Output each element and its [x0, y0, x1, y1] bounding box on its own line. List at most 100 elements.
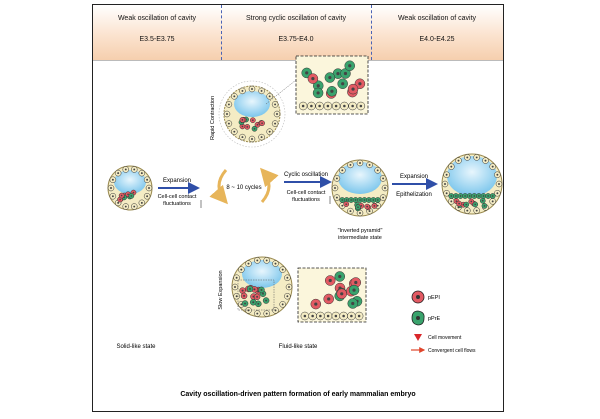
stage-col-2: Strong cyclic oscillation of cavity E3.7…	[221, 5, 371, 60]
te-cell-nucleus	[496, 192, 499, 195]
pre-cell-nucleus	[473, 195, 476, 197]
te-cell-nucleus	[110, 187, 112, 189]
embryo-slow-expansion	[231, 256, 293, 318]
pre-cell-nucleus	[455, 195, 457, 197]
expansion-label-2: Expansion	[400, 174, 428, 180]
te-cell-nucleus	[343, 104, 346, 108]
pre-cell-nucleus	[341, 199, 344, 201]
te-cell-nucleus	[274, 122, 277, 125]
pre-cell-nucleus	[336, 72, 340, 76]
te-cell-nucleus	[235, 295, 238, 298]
te-cell-nucleus	[133, 205, 136, 208]
inverted-pyramid-label: "Inverted pyramid"	[338, 228, 383, 234]
te-cell-nucleus	[146, 178, 149, 181]
epi-cell-nucleus	[120, 194, 123, 197]
cycle-arrow-down	[260, 167, 279, 203]
fluid-state-label: Fluid-like state	[279, 344, 318, 350]
slow-expansion-label: Slow Expansion	[218, 270, 224, 309]
te-cell-nucleus	[124, 168, 127, 171]
epi-cell-nucleus	[127, 193, 129, 196]
pre-cell-nucleus	[262, 292, 264, 295]
te-cell-nucleus	[341, 169, 344, 172]
te-cell-nucleus	[265, 312, 268, 315]
te-cell-nucleus	[256, 312, 259, 315]
pre-cell-nucleus	[459, 195, 462, 197]
legend-pepi-label: pEPI	[428, 295, 440, 301]
te-cell-nucleus	[146, 195, 149, 198]
te-cell-nucleus	[491, 165, 494, 168]
epi-cell-nucleus	[246, 126, 249, 128]
te-cell-nucleus	[111, 178, 114, 181]
te-cell-nucleus	[227, 122, 230, 125]
epi-cell-nucleus	[360, 205, 363, 207]
epi-cell-nucleus	[345, 203, 348, 205]
te-cell-nucleus	[445, 192, 448, 195]
expansion-label-1: Expansion	[163, 178, 191, 184]
stage-2-title: Strong cyclic oscillation of cavity	[246, 15, 346, 22]
te-cell-nucleus	[318, 104, 321, 108]
epi-cell-nucleus	[256, 123, 259, 126]
te-cell-nucleus	[260, 89, 263, 92]
stage-header: Weak oscillation of cavity E3.5-E3.75 St…	[93, 5, 503, 61]
te-cell-nucleus	[140, 172, 143, 175]
pre-cell-nucleus	[316, 91, 320, 95]
te-cell-nucleus	[124, 205, 127, 208]
te-cell-nucleus	[450, 165, 453, 168]
epi-cell-nucleus	[470, 200, 473, 203]
te-cell-nucleus	[498, 183, 500, 185]
embryo-solid	[107, 165, 153, 211]
te-cell-nucleus	[491, 200, 494, 203]
epi-cell-nucleus	[256, 295, 259, 298]
te-cell-nucleus	[376, 169, 379, 172]
te-cell-nucleus	[274, 262, 277, 265]
pre-cell-nucleus	[253, 127, 256, 130]
te-cell-nucleus	[286, 295, 289, 298]
epi-cell-nucleus	[241, 289, 244, 292]
te-cell-nucleus	[496, 173, 499, 176]
epi-cell-nucleus	[358, 82, 362, 86]
pre-cell-nucleus	[487, 195, 489, 197]
pre-cell-nucleus	[376, 199, 379, 201]
te-cell-nucleus	[286, 276, 289, 279]
te-cell-nucleus	[117, 172, 120, 175]
legend-ppre-icon	[411, 310, 425, 326]
te-cell-nucleus	[457, 159, 460, 162]
pre-cell-nucleus	[352, 288, 356, 292]
contact-label-1a: Cell-cell contact	[158, 194, 197, 200]
epi-cell-nucleus	[366, 205, 369, 208]
pre-cell-nucleus	[305, 71, 309, 75]
embryo-expanded	[441, 153, 503, 215]
pre-cell-nucleus	[474, 203, 477, 206]
epi-cell-nucleus	[251, 119, 254, 122]
epi-cell-nucleus	[354, 280, 358, 285]
epi-cell-nucleus	[241, 125, 244, 128]
epi-cell-nucleus	[119, 198, 121, 201]
pre-cell-nucleus	[468, 195, 471, 197]
cyclic-oscillation-label: Cyclic oscillation	[284, 172, 328, 178]
te-cell-nucleus	[235, 276, 238, 279]
te-cell-nucleus	[466, 209, 469, 212]
te-cell-nucleus	[274, 309, 277, 312]
epi-cell-nucleus	[340, 292, 344, 296]
pre-cell-nucleus	[260, 288, 263, 291]
te-cell-nucleus	[342, 314, 345, 318]
te-cell-nucleus	[382, 196, 385, 199]
te-cell-nucleus	[281, 268, 284, 271]
pre-cell-nucleus	[244, 302, 247, 305]
legend-ppre-label: pPrE	[428, 316, 441, 322]
te-cell-nucleus	[234, 286, 236, 288]
te-cell-nucleus	[335, 177, 338, 180]
te-cell-nucleus	[117, 201, 120, 204]
pre-cell-nucleus	[348, 64, 352, 68]
pre-cell-nucleus	[252, 301, 255, 304]
te-cell-nucleus	[349, 210, 352, 213]
te-cell-nucleus	[251, 138, 253, 140]
stage-1-range: E3.5-E3.75	[139, 36, 175, 43]
pre-cell-nucleus	[464, 195, 466, 197]
figure-caption: Cavity oscillation-driven pattern format…	[180, 391, 415, 398]
stage-divider-1	[221, 5, 222, 60]
stage-3-title: Weak oscillation of cavity	[397, 15, 477, 22]
zoom-box-top	[295, 55, 369, 115]
pre-cell-nucleus	[359, 199, 361, 201]
te-cell-nucleus	[303, 314, 307, 318]
